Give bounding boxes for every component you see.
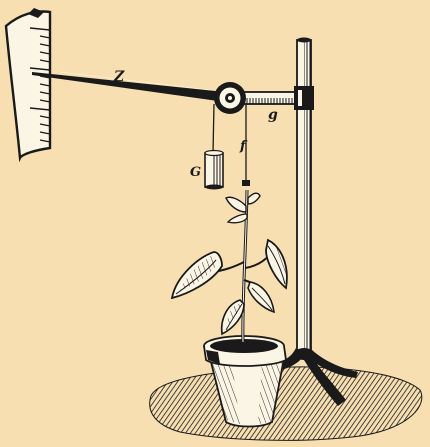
label-pulley: g (268, 107, 278, 123)
measurement-scale (6, 8, 50, 158)
pointer-lever (32, 72, 225, 102)
label-weight: G (190, 165, 201, 180)
ground-shadow (150, 367, 422, 440)
weight-thread (213, 104, 214, 153)
stand-rod (297, 38, 311, 359)
plant (172, 180, 288, 342)
weight-block (205, 151, 223, 190)
pulley-wheel (214, 82, 246, 114)
label-pointer: Z (113, 69, 125, 85)
